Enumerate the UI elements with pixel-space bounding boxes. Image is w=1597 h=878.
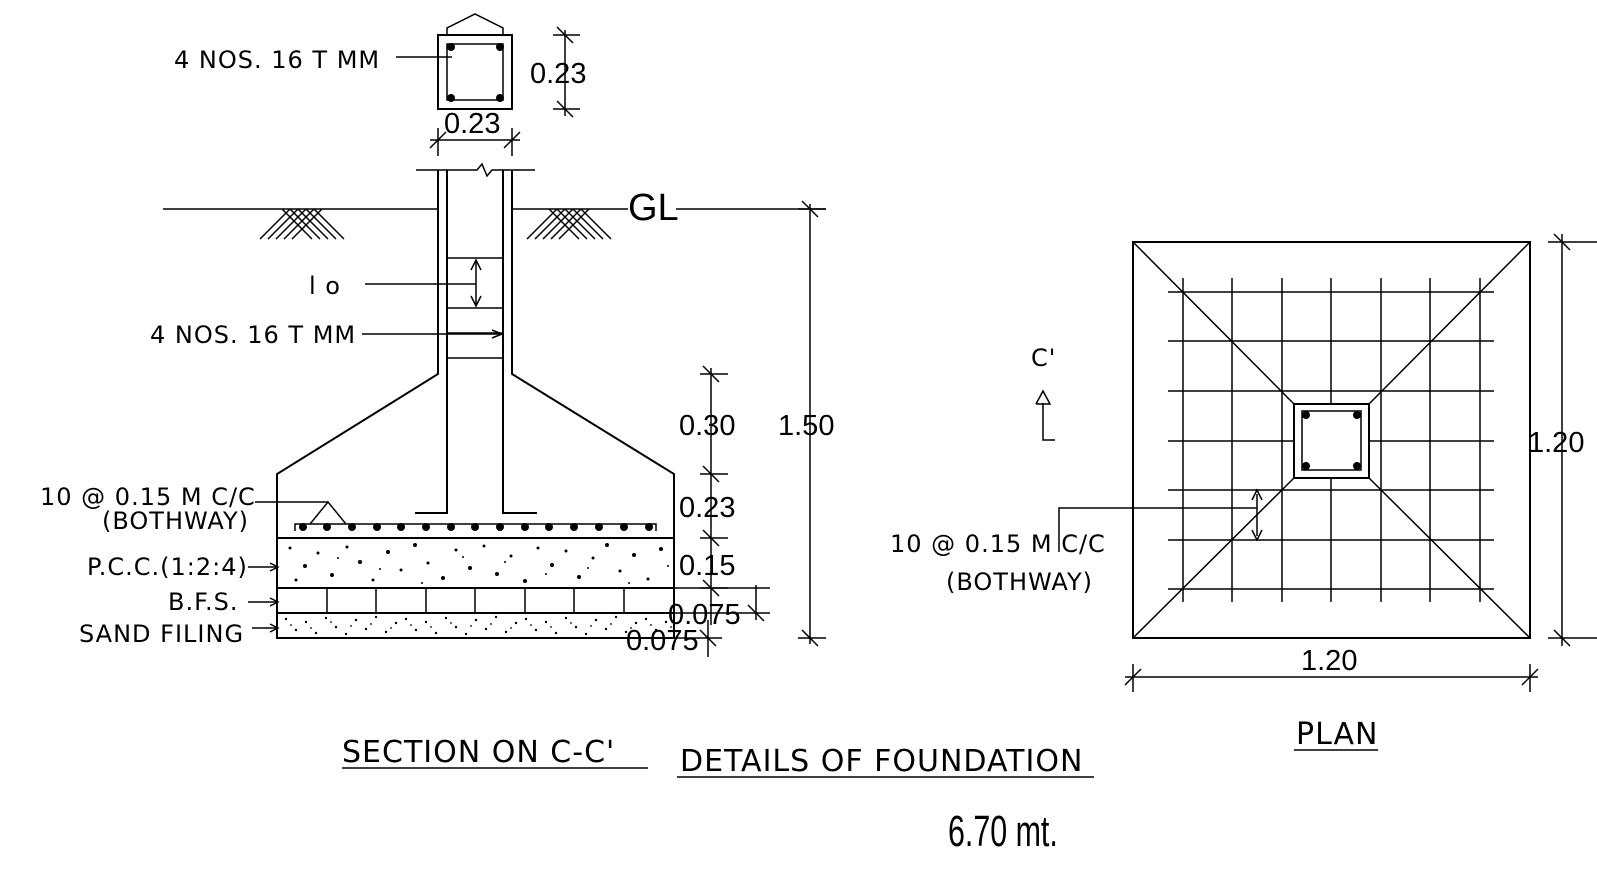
column-cross-section	[396, 13, 580, 156]
sand-label: SAND FILING	[79, 620, 244, 648]
plan-rebar-label: 10 @ 0.15 M C/C	[890, 530, 1106, 558]
slab-rebar-label: 10 @ 0.15 M C/C	[40, 483, 256, 511]
plan-title: PLAN	[1296, 717, 1378, 752]
dim-total-depth: 1.50	[778, 410, 834, 442]
bottom-rebar-dots	[299, 523, 653, 531]
column-rebar-mid-label: 4 NOS. 16 T MM	[150, 321, 356, 349]
dim-0-15: 0.15	[679, 550, 735, 582]
section-marker-label: C'	[1031, 344, 1056, 372]
pcc-texture	[288, 543, 669, 584]
height-note: 6.70 mt.	[948, 807, 1058, 856]
dim-0-30: 0.30	[679, 410, 735, 442]
sand-texture	[284, 615, 672, 636]
dim-0-075-a: 0.075	[668, 599, 741, 631]
section-elevation	[163, 162, 826, 657]
tie-label: l o	[309, 272, 341, 300]
column-depth-dim: 0.23	[530, 58, 586, 90]
slab-rebar-note: (BOTHWAY)	[102, 507, 249, 535]
dim-0-23: 0.23	[679, 492, 735, 524]
plan-width-dim: 1.20	[1301, 645, 1357, 677]
plan-rebar-note: (BOTHWAY)	[946, 568, 1093, 596]
pcc-label: P.C.C.(1:2:4)	[87, 553, 248, 581]
drawing-title: DETAILS OF FOUNDATION	[680, 744, 1083, 779]
bfs-label: B.F.S.	[168, 588, 239, 616]
column-rebar-top-label: 4 NOS. 16 T MM	[174, 46, 380, 74]
column-width-dim: 0.23	[444, 108, 500, 140]
ground-level-label: GL	[628, 187, 679, 229]
plan-height-dim: 1.20	[1528, 427, 1584, 459]
plan-view	[1035, 233, 1597, 692]
section-title: SECTION ON C-C'	[342, 735, 615, 770]
dim-0-075-b: 0.075	[626, 625, 699, 657]
